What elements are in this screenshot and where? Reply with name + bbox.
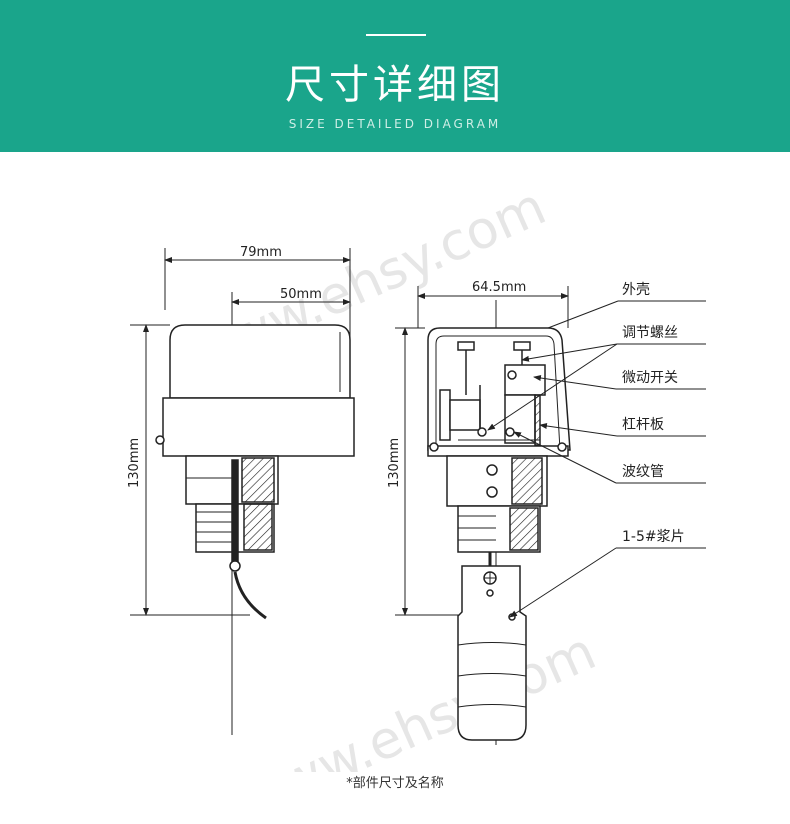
page-subtitle: SIZE DETAILED DIAGRAM bbox=[288, 117, 502, 131]
right-width-label: 64.5mm bbox=[472, 280, 526, 295]
part-label-microswitch: 微动开关 bbox=[622, 370, 678, 386]
dimension-diagram: www.ehsy.com www.ehsy.com bbox=[127, 177, 706, 772]
part-label-housing: 外壳 bbox=[622, 281, 650, 298]
part-label-bellows: 波纹管 bbox=[622, 464, 664, 480]
header-banner: 尺寸详细图 SIZE DETAILED DIAGRAM bbox=[0, 0, 790, 152]
right-view bbox=[395, 286, 571, 745]
page-title: 尺寸详细图 bbox=[285, 62, 505, 108]
right-height-label: 130mm bbox=[387, 438, 402, 488]
part-label-lever-plate: 杠杆板 bbox=[622, 417, 664, 433]
leader-lines bbox=[487, 300, 706, 618]
left-width-total-label: 79mm bbox=[240, 245, 282, 260]
left-width-partial-label: 50mm bbox=[280, 287, 322, 302]
diagram-caption: *部件尺寸及名称 bbox=[346, 776, 444, 791]
left-height-label: 130mm bbox=[127, 438, 142, 488]
watermark-text: www.ehsy.com bbox=[231, 622, 605, 772]
left-view bbox=[130, 248, 355, 735]
part-label-paddle: 1-5#浆片 bbox=[622, 529, 685, 545]
part-label-adjusting-screw: 调节螺丝 bbox=[622, 325, 678, 341]
header-rule bbox=[366, 34, 426, 36]
